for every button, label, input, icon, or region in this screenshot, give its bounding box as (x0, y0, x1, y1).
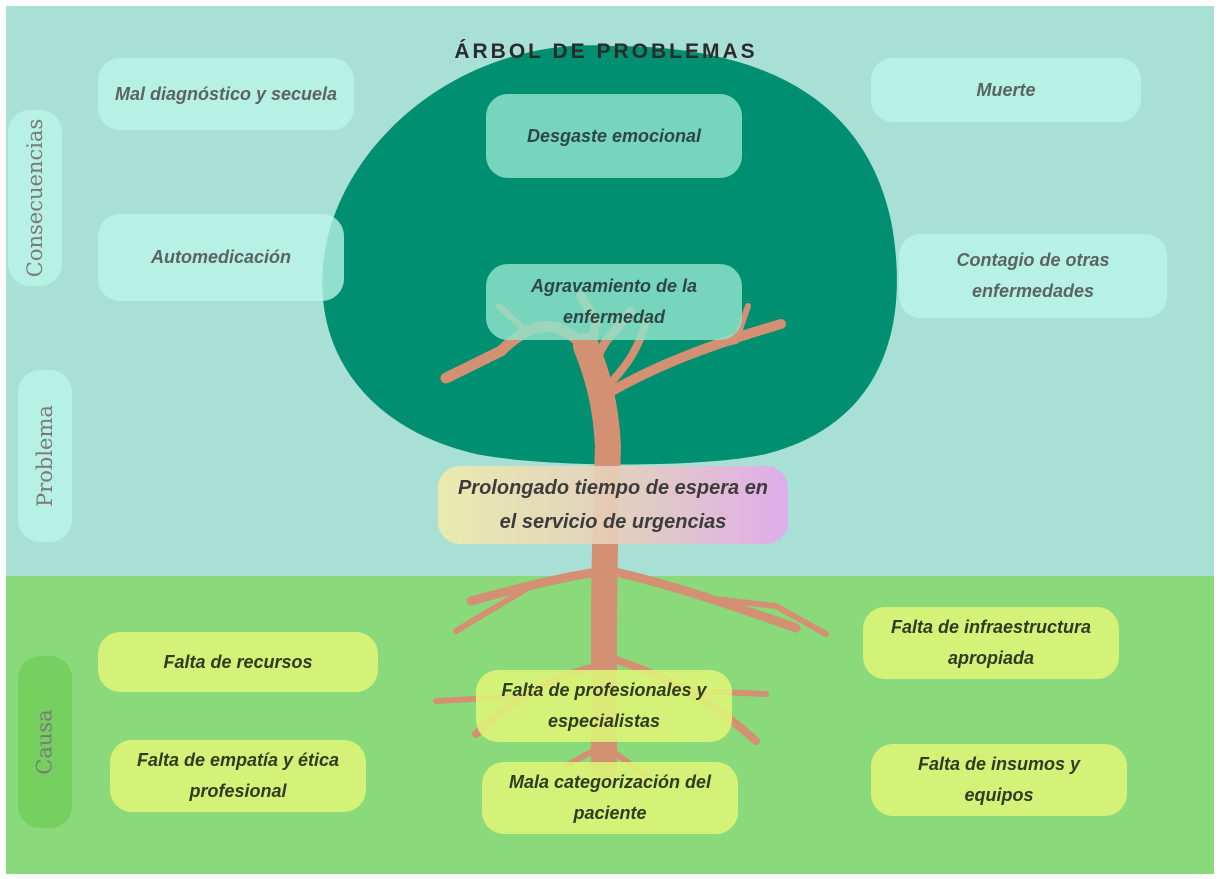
diagram-title: ÁRBOL DE PROBLEMAS (454, 40, 758, 63)
section-label-cause-text: Causa (33, 709, 58, 775)
cause-falta-recursos: Falta de recursos (98, 632, 378, 692)
section-label-cause: Causa (18, 656, 72, 828)
section-label-consequences: Consecuencias (8, 110, 62, 286)
consequence-agravamiento: Agravamiento de la enfermedad (486, 264, 742, 340)
core-problem: Prolongado tiempo de espera en el servic… (438, 466, 788, 544)
cause-falta-profesionales: Falta de profesionales y especialistas (476, 670, 732, 742)
tree-canopy (322, 45, 897, 465)
section-label-consequences-text: Consecuencias (23, 118, 47, 278)
consequence-automedicacion: Automedicación (98, 214, 344, 301)
cause-mala-categorizacion: Mala categorización del paciente (482, 762, 738, 834)
section-label-problem-text: Problema (33, 405, 57, 507)
consequence-contagio: Contagio de otras enfermedades (899, 234, 1167, 318)
consequence-desgaste-emocional: Desgaste emocional (486, 94, 742, 178)
problem-tree-canvas: ÁRBOL DE PROBLEMAS Consecuencias Problem… (6, 6, 1214, 874)
section-label-problem: Problema (18, 370, 72, 542)
cause-falta-empatia: Falta de empatía y ética profesional (110, 740, 366, 812)
consequence-mal-diagnostico: Mal diagnóstico y secuela (98, 58, 354, 130)
consequence-muerte: Muerte (871, 58, 1141, 122)
cause-falta-insumos: Falta de insumos y equipos (871, 744, 1127, 816)
cause-falta-infraestructura: Falta de infraestructura apropiada (863, 607, 1119, 679)
